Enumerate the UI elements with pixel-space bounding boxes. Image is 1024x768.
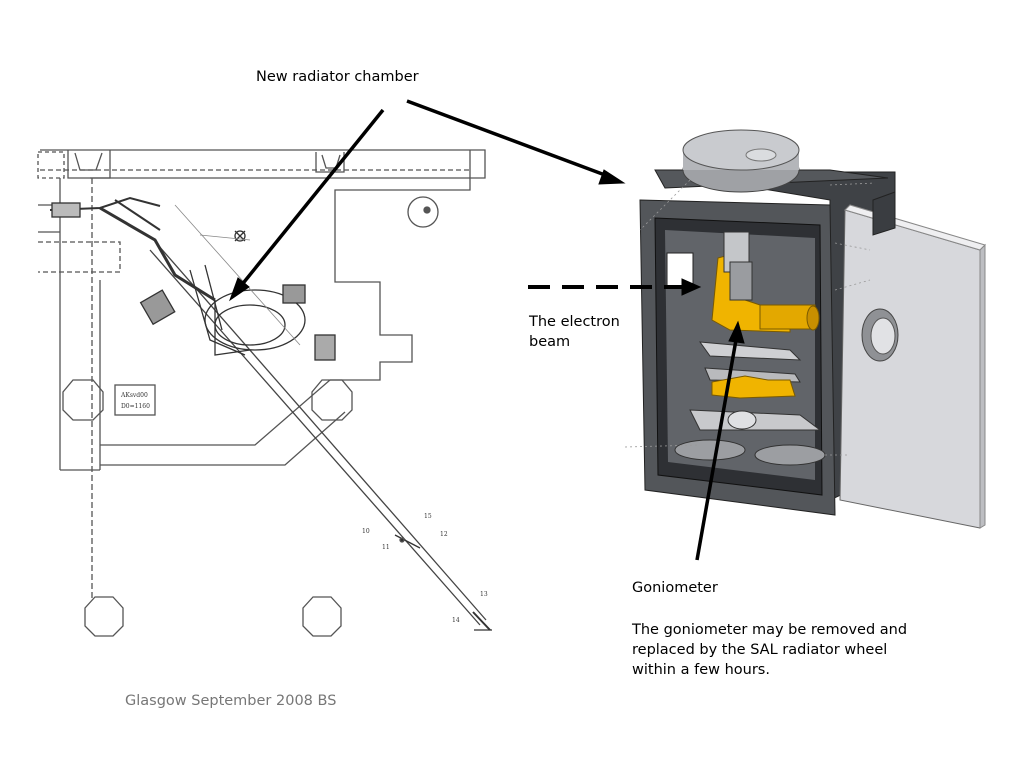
plan-label-13: 13	[480, 591, 488, 598]
floor-plan-labels: AKsvd00 D0=1160 10 11 12 13 14 15	[120, 392, 488, 624]
radiator-chamber-model	[624, 129, 986, 529]
floor-plan-drawing	[37, 149, 492, 637]
slide-footer: Glasgow September 2008 BS	[125, 693, 337, 709]
goniometer-label: Goniometer	[632, 580, 718, 596]
plan-box-label-a: AKsvd00	[120, 392, 148, 399]
arrow-to-goniometer	[695, 339, 738, 561]
goniometer-description: The goniometer may be removed and replac…	[632, 622, 908, 678]
new-radiator-chamber-label: New radiator chamber	[256, 69, 419, 85]
arrow-to-plan-chamber	[234, 108, 385, 294]
plan-label-14: 14	[452, 617, 460, 624]
plan-label-15: 15	[424, 513, 432, 520]
electron-beam-label: The electron beam	[529, 314, 620, 350]
plan-label-12: 12	[440, 531, 448, 538]
annotation-arrows	[228, 99, 745, 561]
plan-label-11: 11	[382, 544, 390, 551]
arrow-to-3d-chamber	[406, 99, 614, 180]
plan-box-label-b: D0=1160	[121, 403, 150, 410]
plan-label-10: 10	[362, 528, 370, 535]
